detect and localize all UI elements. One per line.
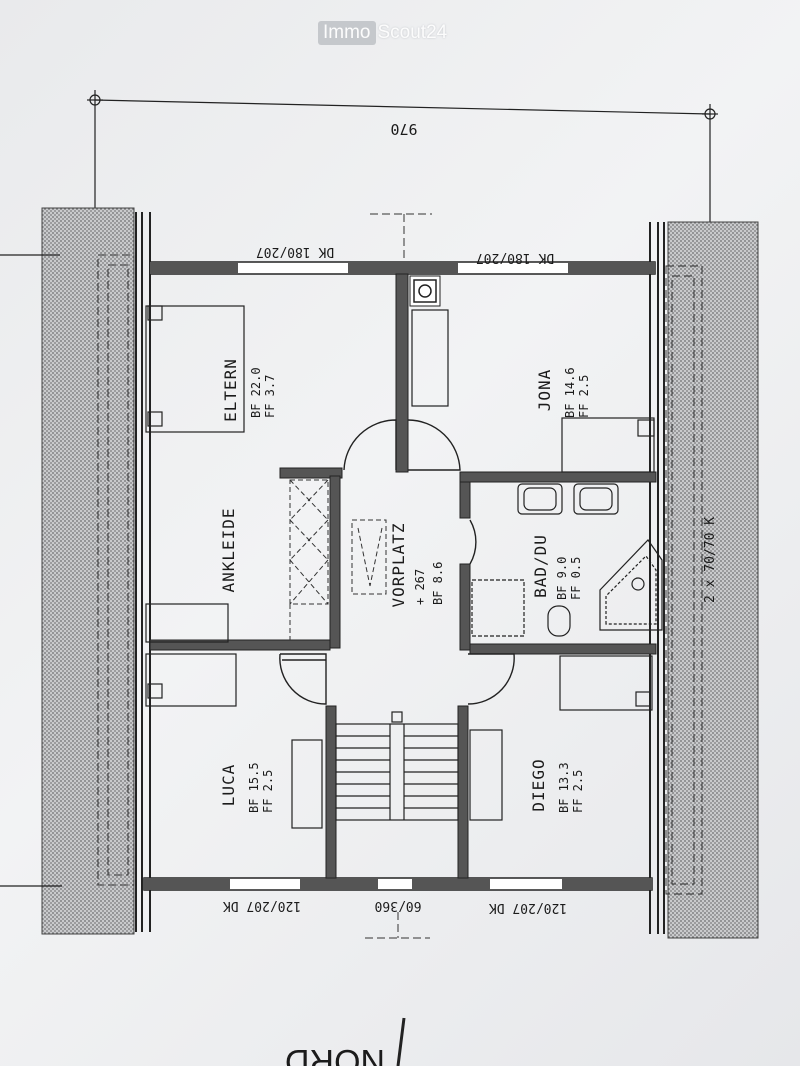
right-outer-wall: [667, 221, 759, 939]
wardrobe: [289, 479, 329, 640]
room-bad-du: BAD/DU BF 9.0 FF 0.5: [531, 534, 583, 600]
room-name-eltern: ELTERN: [221, 358, 240, 422]
top-dimension-line: [87, 90, 718, 260]
room-luca: LUCA BF 15.5 FF 2.5: [219, 762, 275, 813]
room-name-bad-du: BAD/DU: [531, 534, 550, 598]
interior-walls: [149, 273, 657, 879]
window-label-top-right: DK 180/207: [476, 250, 554, 265]
room-bf-luca: BF 15.5: [247, 762, 261, 813]
window-label-right-side: 2 x 70/70 K: [703, 517, 718, 603]
room-name-diego: DIEGO: [529, 758, 548, 811]
room-ff-jona: FF 2.5: [577, 375, 591, 418]
watermark: Immo Scout24: [318, 20, 447, 46]
room-diego: DIEGO BF 13.3 FF 2.5: [529, 758, 585, 813]
window-label-bottom-3: 120/207 DK: [489, 900, 567, 915]
room-jona: JONA BF 14.6 FF 2.5: [535, 367, 591, 418]
room-bf-vorplatz: BF 8.6: [431, 562, 445, 605]
door-swings: [279, 419, 515, 705]
room-bf-eltern: BF 22.0: [249, 367, 263, 418]
room-ff-diego: FF 2.5: [571, 770, 585, 813]
bottom-wall: [143, 877, 653, 891]
left-outer-wall: [41, 207, 135, 935]
room-eltern: ELTERN BF 22.0 FF 3.7: [221, 358, 277, 422]
room-bf-bad-du: BF 9.0: [555, 557, 569, 600]
north-label: NORD: [285, 1042, 385, 1066]
hall-cabinet: [351, 519, 387, 595]
room-name-luca: LUCA: [219, 764, 238, 807]
room-bf-jona: BF 14.6: [563, 367, 577, 418]
watermark-part1: Immo: [318, 21, 376, 45]
room-ff-bad-du: FF 0.5: [569, 557, 583, 600]
room-ff-luca: FF 2.5: [261, 770, 275, 813]
window-label-bottom-2: 60/360: [375, 898, 422, 913]
watermark-part2: Scout24: [377, 22, 448, 43]
chimney: [413, 279, 437, 303]
room-ff-eltern: FF 3.7: [263, 375, 277, 418]
room-bf-diego: BF 13.3: [557, 762, 571, 813]
room-level-vorplatz: + 267: [413, 569, 427, 605]
dimension-970: 970: [390, 120, 417, 138]
room-ankleide: ANKLEIDE: [219, 507, 238, 592]
room-name-jona: JONA: [535, 369, 554, 412]
room-vorplatz: VORPLATZ + 267 BF 8.6: [389, 522, 445, 607]
bathroom-fixtures: [471, 483, 663, 637]
eave-dashed-outline: [97, 213, 703, 939]
room-name-vorplatz: VORPLATZ: [389, 522, 408, 607]
side-walls: [135, 212, 665, 934]
top-wall: [149, 261, 656, 275]
north-indicator: NORD: [285, 1017, 406, 1066]
edge-leader-lines: [0, 254, 62, 887]
window-label-bottom-1: 120/207 DK: [223, 898, 301, 913]
beds: [145, 305, 655, 829]
room-name-ankleide: ANKLEIDE: [219, 507, 238, 592]
staircase: [335, 711, 459, 821]
window-label-top-left: DK 180/207: [256, 244, 334, 259]
